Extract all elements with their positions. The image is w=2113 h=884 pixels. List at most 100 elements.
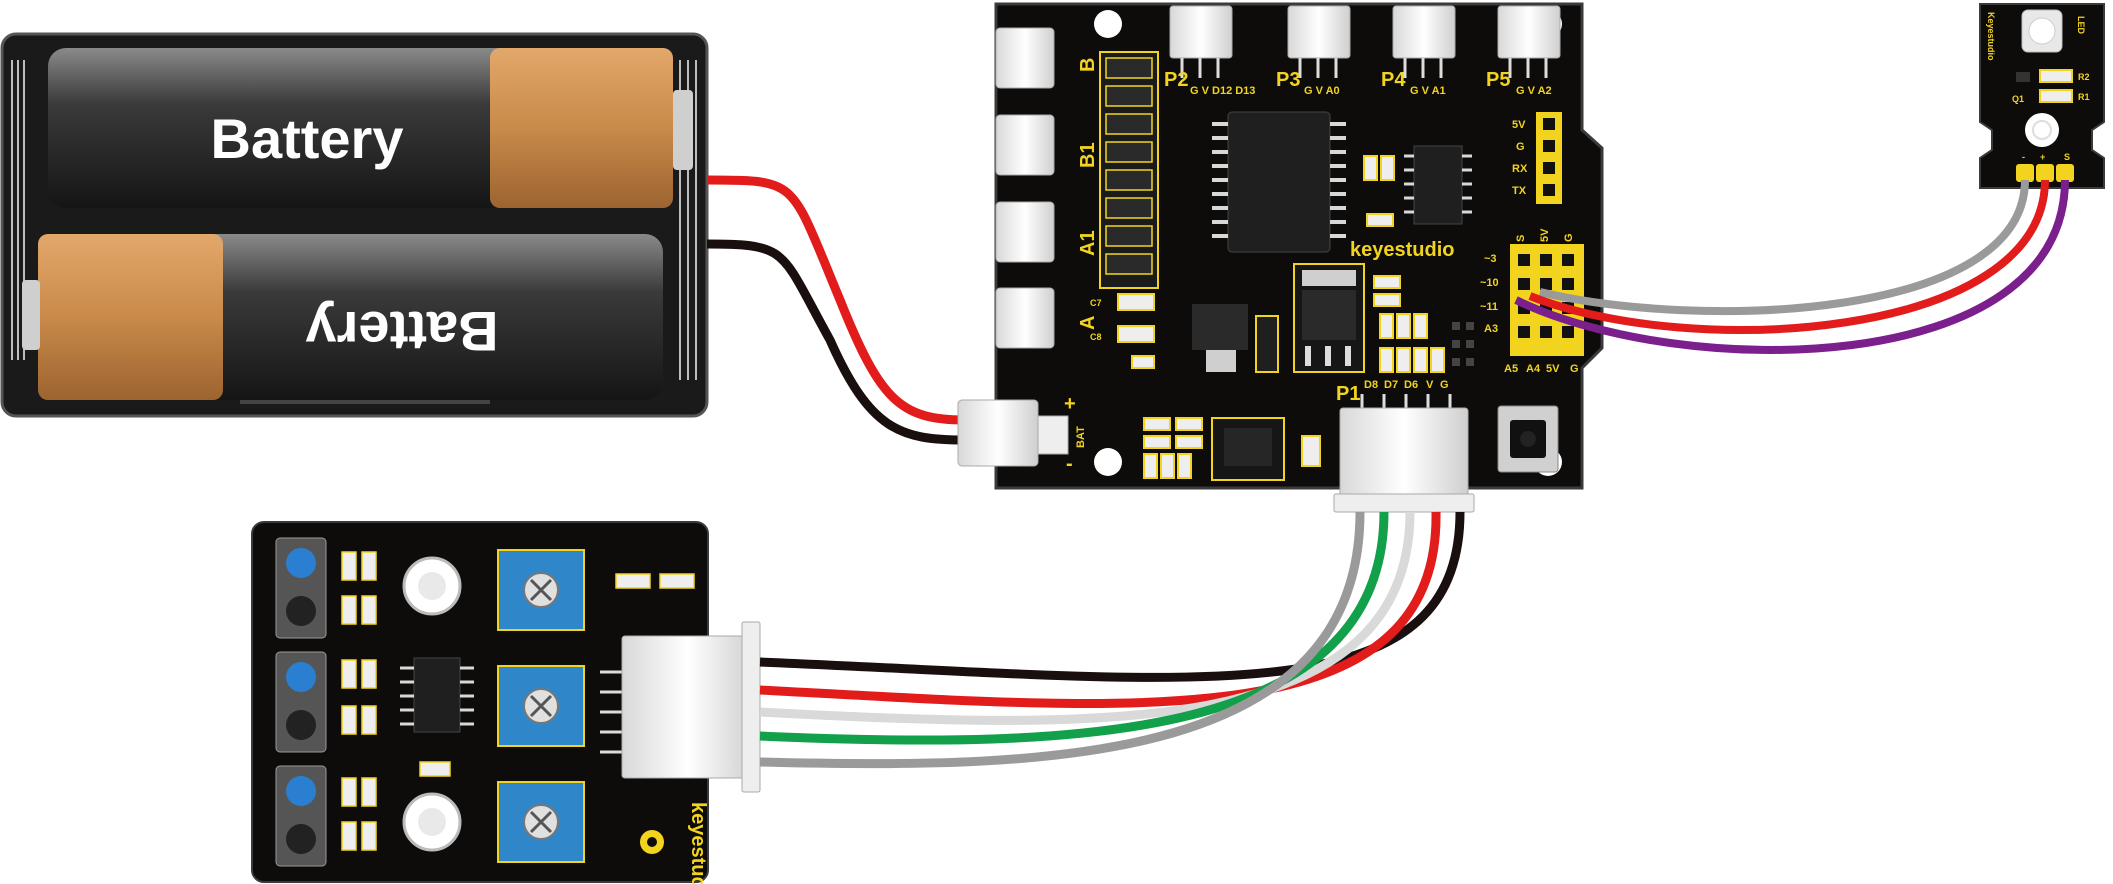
servo-header-hole — [1540, 278, 1552, 290]
port-label-p3: P3 — [1276, 69, 1300, 91]
tracker-ic — [400, 657, 474, 733]
led-q1-label: Q1 — [2012, 94, 2024, 104]
led-wire-purple — [1514, 179, 2069, 354]
serial-pin-rx: RX — [1512, 163, 1528, 175]
p1-pin-d6: D6 — [1404, 379, 1418, 391]
led-r2 — [2039, 69, 2073, 83]
voltage-regulator — [1293, 263, 1365, 373]
servo-bottom-a4: A4 — [1526, 363, 1541, 375]
motor-port-label: B1 — [1077, 142, 1099, 168]
motor-port-label: B — [1077, 58, 1099, 72]
small-chip — [1211, 417, 1285, 481]
port-label-p2: P2 — [1164, 69, 1188, 91]
servo-side-a3: A3 — [1484, 323, 1498, 335]
led-r1 — [2039, 89, 2073, 103]
motor-port-connectors — [995, 27, 1055, 349]
motor-port-label: A — [1077, 316, 1099, 330]
header-connectors — [1169, 5, 1561, 59]
servo-header-hole — [1518, 326, 1530, 338]
servo-header-hole — [1540, 326, 1552, 338]
servo-bottom-g: G — [1570, 363, 1579, 375]
tracker-connector — [600, 621, 761, 793]
serial-pin-5v: 5V — [1512, 119, 1526, 131]
tracker-wire-gray — [759, 511, 1365, 769]
led-pin-minus: - — [2022, 152, 2025, 162]
led-lens — [2028, 17, 2056, 45]
port-label-p4: P4 — [1381, 69, 1406, 91]
servo-header-hole — [1562, 278, 1574, 290]
smd-parts — [1117, 155, 1445, 479]
led-r1-label: R1 — [2078, 92, 2090, 102]
tracker-logo — [640, 830, 664, 854]
led-pins — [2016, 164, 2074, 182]
driver-chip — [1212, 111, 1346, 253]
servo-header-hole — [1562, 326, 1574, 338]
led-wire-red — [1528, 179, 2049, 334]
bat-label: BAT — [1075, 426, 1087, 448]
led-q1 — [2016, 72, 2030, 82]
battery-cell-top: Battery — [48, 48, 693, 208]
p1-pin-d7: D7 — [1384, 379, 1398, 391]
p1-connector — [1333, 394, 1475, 513]
servo-side-11: ~11 — [1480, 301, 1498, 313]
p1-pin-d8: D8 — [1364, 379, 1378, 391]
servo-top-g: G — [1563, 233, 1575, 242]
battery-cell-bottom: Battery — [22, 234, 663, 400]
shield-brand: keyestudio — [1350, 239, 1454, 261]
led-mount-ring — [2032, 120, 2052, 140]
p1-pin-g: G — [1440, 379, 1449, 391]
header-pins-legs — [1180, 58, 1548, 78]
motor-port-label: A1 — [1077, 230, 1099, 256]
led-wire-gray — [1539, 179, 2029, 316]
led-module: Keyestudio LED Q1 R1 R2 - + S — [1979, 3, 2105, 189]
diodes — [1105, 57, 1153, 275]
servo-bottom-5v: 5V — [1546, 363, 1560, 375]
mount-hole — [1094, 448, 1122, 476]
potentiometers — [497, 549, 585, 863]
line-tracker: keyestudio — [251, 521, 761, 884]
battery-wire-black — [706, 239, 966, 445]
cap-label-c7: C7 — [1090, 298, 1102, 308]
p1-pin-v: V — [1426, 379, 1434, 391]
battery-pack: Battery Battery — [0, 32, 709, 418]
led-mount-hole — [2025, 113, 2059, 147]
battery-label-bottom: Battery — [306, 300, 499, 363]
reset-button[interactable] — [1497, 405, 1559, 473]
bat-connector — [957, 399, 1069, 467]
motor-port-labels: B B1 A1 A — [1077, 58, 1099, 330]
serial-pin-tx: TX — [1512, 185, 1527, 197]
servo-bottom-a5: A5 — [1504, 363, 1518, 375]
servo-side-3: ~3 — [1484, 253, 1497, 265]
servo-top-5v: 5V — [1539, 228, 1551, 242]
led-label: LED — [2076, 16, 2086, 35]
bat-minus: - — [1066, 453, 1073, 475]
tracker-wire-green — [759, 511, 1389, 745]
servo-header-hole — [1518, 254, 1530, 266]
pins-label-p2: G V D12 D13 — [1190, 85, 1255, 97]
port-label-p1: P1 — [1336, 383, 1360, 405]
tracker-mount-holes — [402, 556, 462, 852]
servo-header-hole — [1518, 278, 1530, 290]
servo-top-s: S — [1515, 235, 1527, 242]
mount-hole — [1094, 10, 1122, 38]
pins-label-p3: G V A0 — [1304, 85, 1340, 97]
pins-label-p4: G V A1 — [1410, 85, 1446, 97]
battery-wire-red — [706, 175, 966, 425]
servo-side-10: ~10 — [1480, 277, 1499, 289]
tracker-wire-black — [759, 511, 1465, 682]
battery-divider — [240, 400, 490, 404]
cap-label-c8: C8 — [1090, 332, 1102, 342]
small-regulator — [1192, 304, 1279, 373]
tracker-resistors — [341, 551, 695, 851]
tracker-wire-white — [759, 511, 1415, 725]
motor-shield: B B1 A1 A P2 P3 P4 — [957, 2, 1604, 513]
led-pin-s: S — [2064, 152, 2070, 162]
servo-header-hole — [1540, 254, 1552, 266]
port-label-p5: P5 — [1486, 69, 1510, 91]
serial-header: 5V G RX TX — [1512, 112, 1562, 204]
pins-label-p5: G V A2 — [1516, 85, 1552, 97]
servo-header-hole — [1562, 254, 1574, 266]
led-pin-plus: + — [2040, 152, 2045, 162]
led-r2-label: R2 — [2078, 72, 2090, 82]
